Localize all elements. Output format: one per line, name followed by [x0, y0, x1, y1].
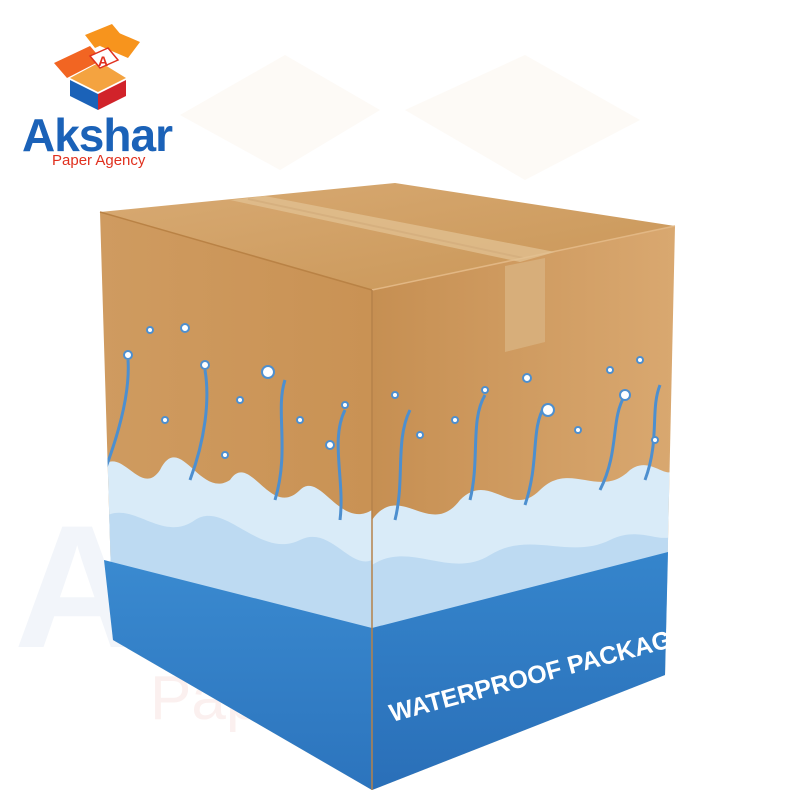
brand-name: Akshar	[22, 109, 173, 161]
logo-mark-letter: A	[98, 53, 108, 69]
logo-mark: A	[54, 24, 140, 110]
watermark-logo-mark	[180, 55, 640, 180]
box-front-blue-band	[104, 560, 372, 790]
brand-tagline: Paper Agency	[52, 152, 146, 169]
packing-tape	[230, 196, 555, 352]
box-side-blue-band	[372, 552, 668, 790]
box-top-face	[100, 183, 675, 290]
